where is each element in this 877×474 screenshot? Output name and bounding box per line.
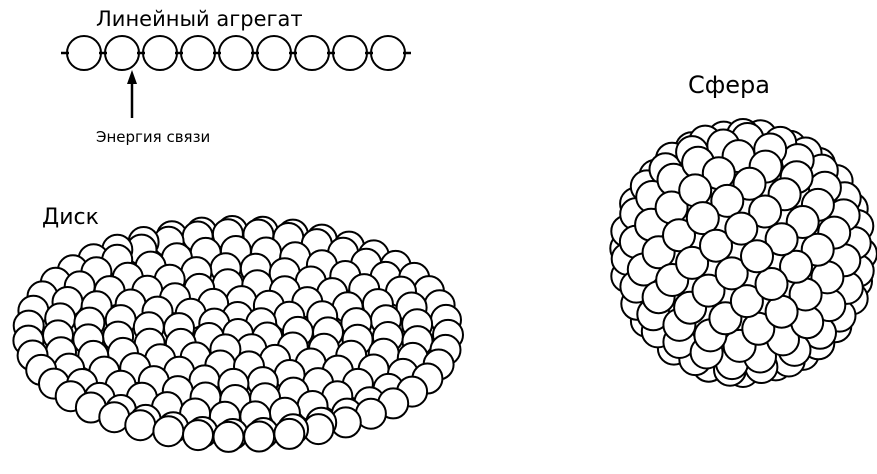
sphere-aggregate [610, 119, 877, 387]
chain-particle [105, 36, 139, 70]
disk-label: Диск [42, 205, 99, 230]
disk-particle [214, 422, 244, 452]
chain-particle [333, 36, 367, 70]
chain-particle [219, 36, 253, 70]
chain-particle [67, 36, 101, 70]
disk-particle [183, 420, 213, 450]
sphere-particle [741, 240, 773, 272]
disk-aggregate [13, 216, 463, 452]
bond-energy-arrow [127, 70, 137, 118]
disk-particle [244, 422, 274, 452]
disk-particle [274, 419, 304, 449]
chain-particle [181, 36, 215, 70]
bond-energy-label: Энергия связи [96, 128, 210, 146]
chain-particle [143, 36, 177, 70]
disk-particle [153, 416, 183, 446]
disk-particle [125, 410, 155, 440]
sphere-particle [725, 213, 757, 245]
chain-particle [371, 36, 405, 70]
sphere-label: Сфера [688, 71, 770, 99]
arrow-head [127, 70, 137, 84]
linear-aggregate-chain [61, 36, 411, 70]
chain-particle [295, 36, 329, 70]
linear-aggregate-label: Линейный агрегат [96, 7, 303, 31]
chain-particle [257, 36, 291, 70]
